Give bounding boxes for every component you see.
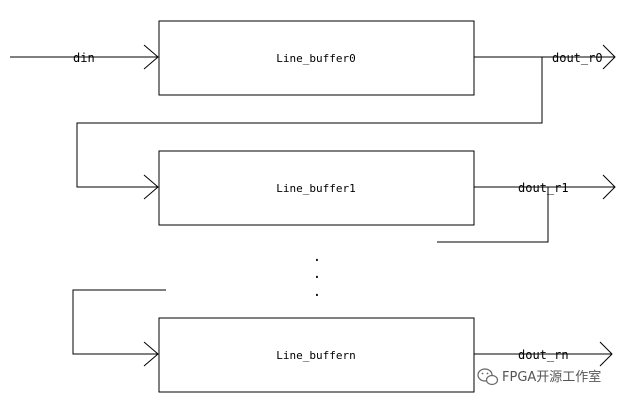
output-0-arrow bbox=[602, 44, 616, 70]
cascade-wire-into-n bbox=[72, 289, 166, 355]
line-buffer-1-block bbox=[158, 150, 475, 226]
output-n-label: dout_rn bbox=[518, 348, 569, 362]
line-buffer-0-label: Line_buffer0 bbox=[276, 52, 355, 65]
ellipsis-dot-2: . bbox=[313, 266, 321, 282]
wechat-icon bbox=[477, 368, 499, 386]
watermark-text: FPGA开源工作室 bbox=[502, 369, 601, 385]
line-buffer-1-input-arrow bbox=[143, 174, 159, 200]
output-1-label: dout_r1 bbox=[518, 181, 569, 195]
output-1-arrow bbox=[602, 174, 616, 200]
line-buffer-n-label: Line_buffern bbox=[276, 349, 355, 362]
watermark: FPGA开源工作室 bbox=[477, 368, 601, 386]
line-buffer-1-label: Line_buffer1 bbox=[276, 182, 355, 195]
cascade-wire-1-out bbox=[437, 187, 549, 243]
input-label: din bbox=[73, 51, 95, 65]
ellipsis-dot-1: . bbox=[313, 249, 321, 265]
input-arrow bbox=[143, 44, 159, 70]
line-buffer-n-input-arrow bbox=[143, 341, 159, 367]
output-n-arrow bbox=[599, 341, 613, 367]
output-0-label: dout_r0 bbox=[552, 51, 603, 65]
line-buffer-0-block bbox=[158, 20, 475, 96]
line-buffer-n-block bbox=[158, 317, 475, 393]
ellipsis-dot-3: . bbox=[313, 284, 321, 300]
cascade-wire-0-to-1 bbox=[76, 57, 543, 188]
